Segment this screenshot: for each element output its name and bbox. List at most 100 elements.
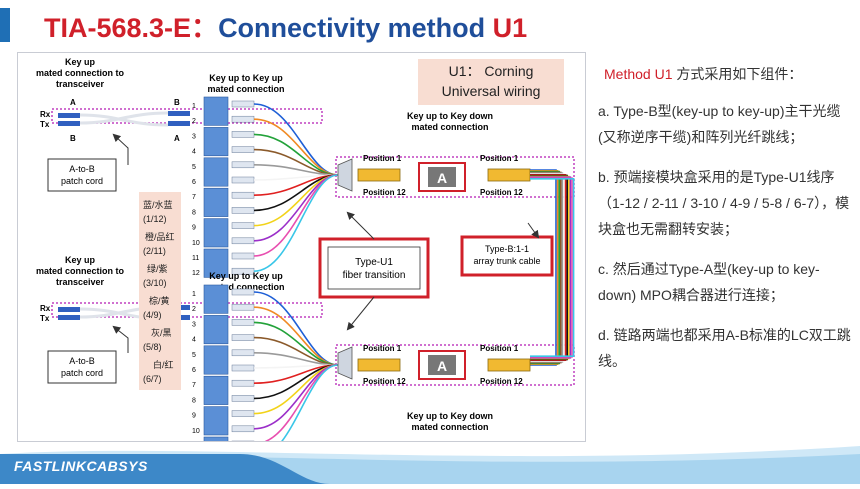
type-u1-label-1: Type-U1 (355, 257, 393, 268)
top-transceiver-label-3: transceiver (56, 79, 105, 89)
top-lc-connector-rx (58, 113, 80, 118)
type-b-label-1: Type-B:1-1 (485, 244, 529, 254)
module-lc-connector (231, 288, 255, 296)
module-lc-connector (231, 222, 255, 229)
port-number: 6 (192, 367, 196, 374)
module-lc-connector (231, 191, 255, 199)
fanout-fiber (253, 364, 339, 460)
module-adapter-pair (203, 218, 229, 248)
port-number: 9 (192, 225, 196, 232)
title-bar: TIA-568.3-E：Connectivity method U1 (0, 0, 860, 52)
bottom-lc-connector-tx (58, 315, 80, 320)
corner-box-line-1: U1： Corning (448, 63, 534, 79)
module-lc-connector (231, 395, 255, 402)
module-lc-connector (231, 115, 255, 123)
module-adapter-pair (203, 157, 229, 187)
trunk-cable-ribbon (530, 169, 575, 366)
color-pair-positions: (3/10) (143, 278, 167, 288)
module-adapter-pair (203, 375, 229, 405)
bottom-pos12-left: Position 12 (363, 377, 406, 386)
module-lc-connector (231, 364, 255, 372)
color-pair-positions: (1/12) (143, 214, 167, 224)
port-number: 10 (192, 428, 200, 435)
port-number: 9 (192, 413, 196, 420)
bottom-keydown-label-1: Key up to Key down (407, 411, 493, 421)
top-lc-connector-tx (58, 121, 80, 126)
top-patch-cord-label-2: patch cord (61, 176, 103, 186)
color-pair-positions: (6/7) (143, 374, 162, 384)
module-adapter-pair (203, 127, 229, 157)
module-adapter-pair (203, 315, 229, 345)
port-number: 3 (192, 321, 196, 328)
bottom-transceiver-label-3: transceiver (56, 277, 105, 287)
module-lc-connector (231, 425, 255, 433)
bottom-fanout-boot (337, 346, 353, 380)
module-adapter-pair (203, 284, 229, 314)
top-lc-connector-b (168, 111, 190, 116)
top-mated-outline (51, 108, 323, 124)
top-a-right-label: A (174, 134, 180, 143)
color-pair-colors: 灰/黑 (151, 328, 172, 338)
corning-universal-wiring-box: U1： Corning Universal wiring (418, 59, 564, 105)
color-pair-colors: 棕/黄 (149, 296, 170, 306)
port-number: 1 (192, 103, 196, 110)
module-lc-connector (231, 379, 255, 387)
port-number: 7 (192, 194, 196, 201)
port-number: 6 (192, 179, 196, 186)
port-number: 3 (192, 133, 196, 140)
top-keydown-outline (335, 156, 575, 198)
title-accent-bar (0, 8, 10, 42)
port-number: 5 (192, 352, 196, 359)
top-tx-label: Tx (40, 120, 50, 129)
top-rx-label: Rx (40, 110, 51, 119)
bottom-keyup-label-1: Key up to Key up (209, 271, 283, 281)
module-lc-connector (231, 131, 255, 138)
top-adapter-label: A (437, 170, 447, 186)
fanout-fiber (253, 118, 339, 176)
module-lc-connector (231, 237, 255, 245)
top-pos1-left: Position 1 (363, 154, 402, 163)
fanout-fiber (253, 306, 339, 366)
top-fanout-boot (337, 158, 353, 192)
footer-band (0, 440, 860, 484)
type-u1-label-2: fiber transition (343, 270, 406, 281)
color-pair-colors: 蓝/水蓝 (143, 200, 173, 210)
port-number: 5 (192, 164, 196, 171)
top-transceiver-label-1: Key up (65, 57, 96, 67)
module-adapter-pair (203, 248, 229, 278)
title-prefix: TIA-568.3-E： (44, 13, 219, 43)
method-item-b: b. 预端接模块盒采用的是Type-U1线序（1-12 / 2-11 / 3-1… (598, 169, 850, 237)
top-b-label: B (174, 98, 180, 107)
color-pair-positions: (5/8) (143, 342, 162, 352)
bottom-keydown-label-2: mated connection (411, 422, 488, 432)
port-number: 8 (192, 209, 196, 216)
top-a-label: A (70, 98, 76, 107)
top-pos1-right: Position 1 (480, 154, 519, 163)
method-description-panel: Method U1 方式采用如下组件： a. Type-B型(key-up to… (598, 56, 853, 374)
top-adapter-body (428, 167, 456, 187)
method-heading-name: Method U1 (604, 66, 673, 82)
port-number: 2 (192, 118, 196, 125)
bottom-lc-connector-rx (58, 307, 80, 312)
module-lc-connector (231, 410, 255, 417)
port-number: 4 (192, 149, 196, 156)
method-item-a: a. Type-B型(key-up to key-up)主干光缆(又称逆序干缆)… (598, 103, 841, 145)
bottom-mpo-right (487, 358, 531, 372)
page-title: TIA-568.3-E：Connectivity method U1 (44, 6, 527, 45)
module-lc-connector (231, 161, 255, 169)
diagram-canvas: Key up mated connection to transceiver A… (36, 57, 575, 466)
top-keyup-label-2: mated connection (207, 84, 284, 94)
bottom-adapter-body (428, 355, 456, 375)
type-b-box (460, 235, 554, 277)
top-keydown-label-1: Key up to Key down (407, 111, 493, 121)
type-b-label-2: array trunk cable (473, 256, 540, 266)
title-middle: Connectivity method (218, 13, 493, 43)
bottom-adapter-label: A (437, 358, 447, 374)
top-mpo-right (487, 168, 531, 182)
color-pair-positions: (4/9) (143, 310, 162, 320)
bottom-pos1-left: Position 1 (363, 344, 402, 353)
bottom-tx-label: Tx (40, 314, 50, 323)
top-transceiver-label-2: mated connection to (36, 68, 125, 78)
